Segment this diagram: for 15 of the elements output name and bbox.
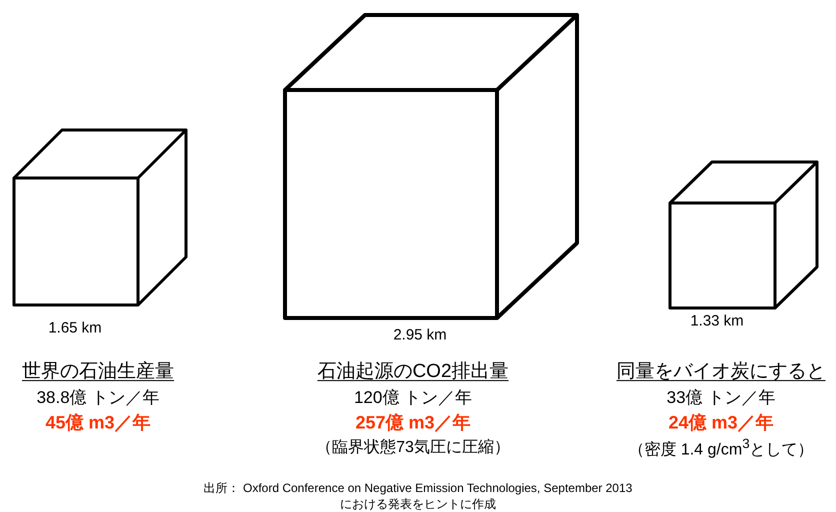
dimension-label: 1.33 km [690,312,744,330]
highlight-value: 24億 m3／年 [668,412,774,434]
note-text: （密度 1.4 g/cm$^{3}$として） [628,436,814,460]
dimension-label: 1.65 km [48,319,102,337]
dimension-label: 2.95 km [393,326,447,344]
value-text: 120億 トン／年 [354,388,472,408]
heading: 石油起源のCO2排出量 [317,361,509,383]
heading: 同量をバイオ炭にすると [616,361,826,383]
value-text: 33億 トン／年 [666,388,776,408]
highlight-value: 45億 m3／年 [45,412,151,434]
note-text: （臨界状態73気圧に圧縮） [316,438,510,458]
value-text: 38.8億 トン／年 [36,388,160,408]
source-caption: 出所： Oxford Conference on Negative Emission Technologies, September 2013 における発表をヒントに作成 [202,480,634,512]
highlight-value: 257億 m3／年 [355,412,471,434]
heading: 世界の石油生産量 [22,361,174,383]
